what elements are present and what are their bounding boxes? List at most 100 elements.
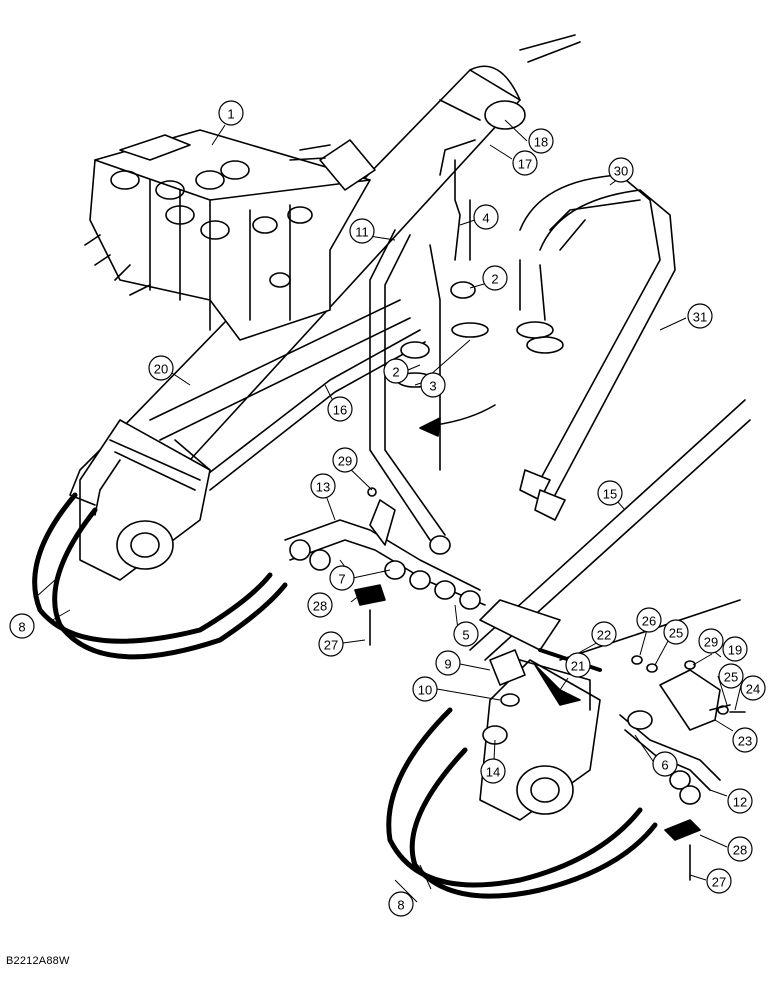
callout-circle bbox=[597, 480, 623, 506]
tubes-30-31 bbox=[516, 174, 676, 521]
callout-number: 8 bbox=[397, 898, 404, 913]
nut-29b bbox=[684, 660, 696, 670]
callout-circle bbox=[453, 621, 479, 647]
callout-c17: 17 bbox=[512, 150, 538, 176]
callout-c28a: 28 bbox=[307, 592, 333, 618]
callout-number: 2 bbox=[392, 365, 399, 380]
callout-circle bbox=[420, 372, 446, 398]
callout-number: 4 bbox=[482, 211, 489, 226]
callout-c15: 15 bbox=[597, 480, 623, 506]
callout-c4: 4 bbox=[473, 204, 499, 230]
callout-group: 1223456788910111213141516171819202122232… bbox=[9, 100, 766, 917]
tubes-4-11 bbox=[369, 139, 489, 541]
callout-number: 6 bbox=[661, 758, 668, 773]
manifold-fittings bbox=[284, 499, 486, 646]
callout-c25b: 25 bbox=[718, 663, 744, 689]
washer-25a bbox=[646, 663, 658, 673]
clamp-28b bbox=[664, 819, 701, 841]
callout-c13: 13 bbox=[310, 473, 336, 499]
callout-c27a: 27 bbox=[318, 631, 344, 657]
callout-c29a: 29 bbox=[332, 447, 358, 473]
callout-circle bbox=[473, 204, 499, 230]
callout-c22: 22 bbox=[591, 621, 617, 647]
callout-c23: 23 bbox=[732, 727, 758, 753]
callout-number: 15 bbox=[603, 487, 617, 502]
callout-number: 9 bbox=[444, 657, 451, 672]
callout-number: 22 bbox=[597, 628, 611, 643]
callout-c16: 16 bbox=[327, 396, 353, 422]
callout-c24: 24 bbox=[740, 675, 766, 701]
callout-c9: 9 bbox=[435, 650, 461, 676]
callout-number: 28 bbox=[733, 843, 747, 858]
callout-circle bbox=[608, 157, 634, 183]
nut-29a bbox=[367, 487, 377, 497]
callout-circle bbox=[636, 607, 662, 633]
callout-number: 19 bbox=[728, 643, 742, 658]
callout-number: 16 bbox=[333, 403, 347, 418]
callout-c8a: 8 bbox=[9, 613, 35, 639]
callout-c26: 26 bbox=[636, 607, 662, 633]
callout-circle bbox=[732, 727, 758, 753]
callout-number: 29 bbox=[704, 635, 718, 650]
callout-number: 7 bbox=[338, 572, 345, 587]
left-swing-cylinder bbox=[69, 419, 211, 581]
callout-c31: 31 bbox=[687, 303, 713, 329]
fittings-9-10-14 bbox=[482, 649, 526, 745]
callout-circle bbox=[388, 891, 414, 917]
callout-circle bbox=[687, 303, 713, 329]
callout-number: 30 bbox=[614, 164, 628, 179]
callout-circle bbox=[218, 100, 244, 126]
callout-c11: 11 bbox=[349, 218, 375, 244]
nut-26 bbox=[631, 655, 643, 665]
callout-circle bbox=[512, 150, 538, 176]
callout-c2b: 2 bbox=[383, 358, 409, 384]
callout-circle bbox=[383, 358, 409, 384]
callout-c29b: 29 bbox=[698, 628, 724, 654]
callout-circle bbox=[349, 218, 375, 244]
callout-number: 2 bbox=[491, 272, 498, 287]
callout-number: 29 bbox=[338, 454, 352, 469]
direction-arrow bbox=[434, 404, 496, 426]
callout-c8b: 8 bbox=[388, 891, 414, 917]
callout-circle bbox=[718, 663, 744, 689]
callout-c30: 30 bbox=[608, 157, 634, 183]
callout-number: 10 bbox=[418, 683, 432, 698]
callout-c18: 18 bbox=[528, 128, 554, 154]
callout-circle bbox=[148, 355, 174, 381]
callout-number: 12 bbox=[733, 795, 747, 810]
callout-circle bbox=[591, 621, 617, 647]
callout-number: 17 bbox=[518, 157, 532, 172]
callout-number: 25 bbox=[724, 670, 738, 685]
callout-number: 8 bbox=[18, 620, 25, 635]
right-swing-cylinder bbox=[479, 648, 602, 821]
callout-number: 14 bbox=[486, 765, 500, 780]
callout-c2a: 2 bbox=[482, 265, 508, 291]
callout-c19: 19 bbox=[722, 636, 748, 662]
washer-25b bbox=[717, 705, 729, 715]
callout-c5: 5 bbox=[453, 621, 479, 647]
callout-number: 27 bbox=[712, 875, 726, 890]
callout-number: 26 bbox=[642, 614, 656, 629]
callout-circle bbox=[480, 758, 506, 784]
callout-circle bbox=[663, 619, 689, 645]
callout-number: 21 bbox=[571, 659, 585, 674]
callout-number: 28 bbox=[313, 599, 327, 614]
callout-circle bbox=[565, 652, 591, 678]
callout-circle bbox=[329, 565, 355, 591]
hoses-8-lower bbox=[386, 707, 658, 899]
callout-circle bbox=[327, 396, 353, 422]
callout-number: 13 bbox=[316, 480, 330, 495]
callout-circle bbox=[727, 836, 753, 862]
callout-number: 5 bbox=[462, 628, 469, 643]
callout-c1: 1 bbox=[218, 100, 244, 126]
callout-circle bbox=[9, 613, 35, 639]
callout-number: 1 bbox=[227, 107, 234, 122]
callout-circle bbox=[435, 650, 461, 676]
callout-circle bbox=[482, 265, 508, 291]
figure-code-label: B2212A88W bbox=[6, 955, 70, 967]
callout-circle bbox=[727, 788, 753, 814]
callout-circle bbox=[652, 751, 678, 777]
callout-number: 23 bbox=[738, 734, 752, 749]
callout-circle bbox=[722, 636, 748, 662]
